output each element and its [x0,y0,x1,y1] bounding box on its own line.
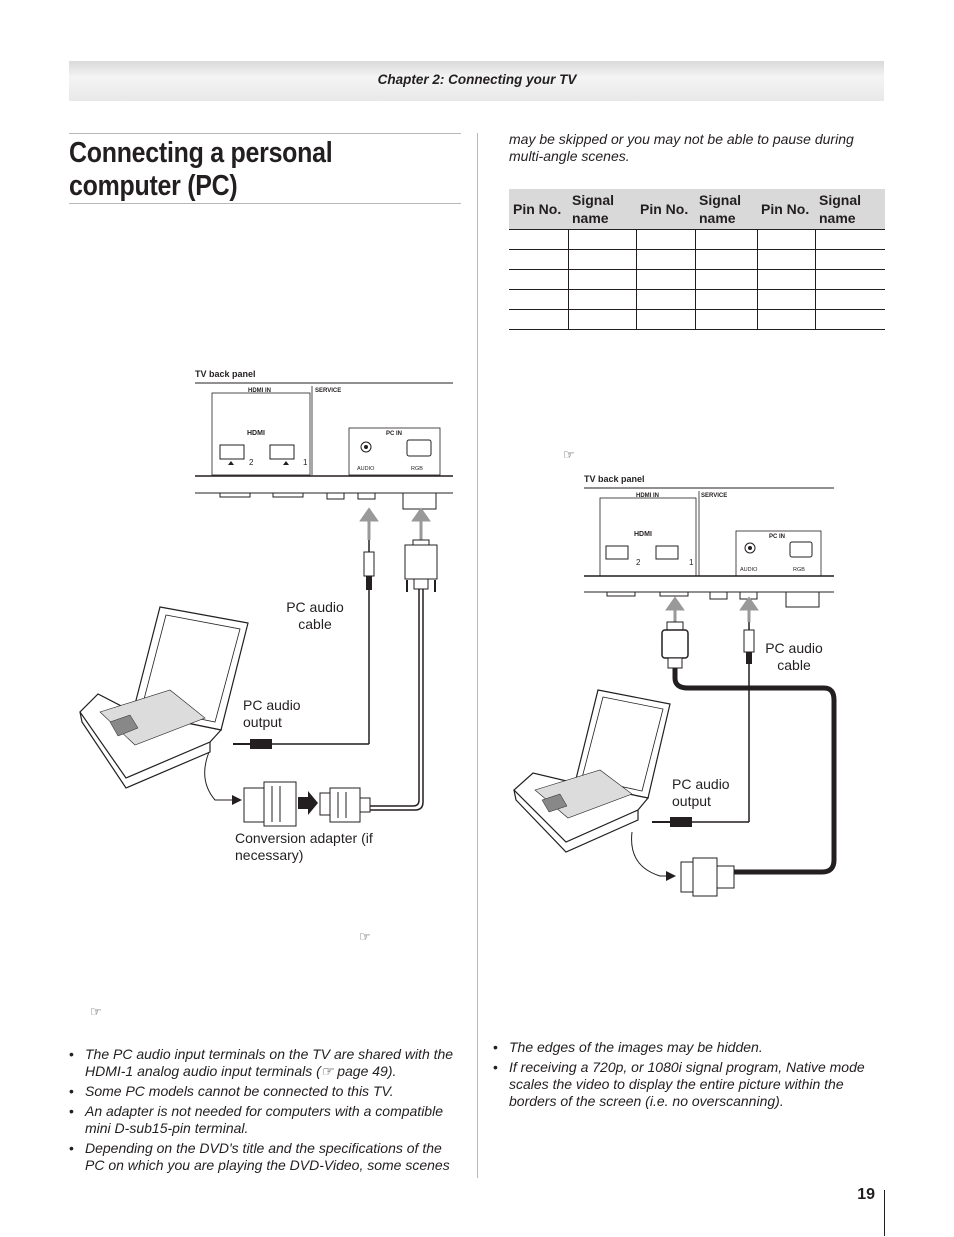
signal-header: Signal name [568,189,636,230]
port-number: 1 [303,458,308,467]
chapter-header-bar [69,61,884,101]
table-row [509,269,885,290]
page-number-rule [884,1190,885,1236]
pin-header: Pin No. [509,189,568,230]
signal-header: Signal name [695,189,757,230]
pc-audio-cable-label: PC audio cable [286,599,344,632]
pc-in-label: PC IN [386,431,403,437]
list-item: Depending on the DVD's title and the spe… [69,1140,463,1174]
reference-hand-icon: ☞ [359,929,371,944]
list-item: The edges of the images may be hidden. [493,1039,885,1056]
right-notes-list: The edges of the images may be hidden. I… [493,1039,885,1113]
table-row [509,249,885,270]
page-title: Connecting a personal computer (PC) [69,137,333,202]
reference-hand-icon: ☞ [563,447,575,462]
conversion-adapter-label: Conversion adapter (if necessary) [235,830,373,863]
pin-header: Pin No. [757,189,815,230]
left-notes-list: The PC audio input terminals on the TV a… [69,1046,463,1177]
pin-header: Pin No. [636,189,695,230]
pc-in-label: PC IN [769,534,786,540]
pin-table: Pin No. Signal name Pin No. Signal name … [509,189,885,330]
pc-audio-cable-label: PC audio cable [765,640,823,673]
chapter-title: Chapter 2: Connecting your TV [377,72,577,87]
rgb-port-label: RGB [793,567,805,573]
column-separator [477,133,478,1178]
table-row [509,309,885,330]
hdmi-logo: HDMI [247,430,265,437]
audio-port-label: AUDIO [357,466,375,472]
port-number: 1 [689,558,694,567]
table-row [509,289,885,310]
title-rule-bottom [69,203,461,204]
signal-header: Signal name [815,189,885,230]
list-item: If receiving a 720p, or 1080i signal pro… [493,1059,885,1110]
continuation-text: may be skipped or you may not be able to… [509,131,854,164]
port-number: 2 [636,558,641,567]
hdmi-in-label: HDMI IN [636,493,659,499]
list-item: Some PC models cannot be connected to th… [69,1083,463,1100]
service-label: SERVICE [315,388,342,394]
audio-port-label: AUDIO [740,567,758,573]
list-item: An adapter is not needed for computers w… [69,1103,463,1137]
reference-hand-icon: ☞ [90,1004,102,1019]
rgb-port-label: RGB [411,466,423,472]
table-row [509,229,885,250]
pc-audio-output-label: PC audio output [243,697,301,730]
hdmi-logo: HDMI [634,531,652,538]
port-number: 2 [249,458,254,467]
pc-audio-output-label: PC audio output [672,776,730,809]
list-item: The PC audio input terminals on the TV a… [69,1046,463,1080]
service-label: SERVICE [701,493,728,499]
title-rule-top [69,133,461,134]
page-number: 19 [857,1186,875,1203]
tv-back-panel-label: TV back panel [195,369,256,379]
tv-back-panel-label: TV back panel [584,474,645,484]
hdmi-in-label: HDMI IN [248,388,271,394]
